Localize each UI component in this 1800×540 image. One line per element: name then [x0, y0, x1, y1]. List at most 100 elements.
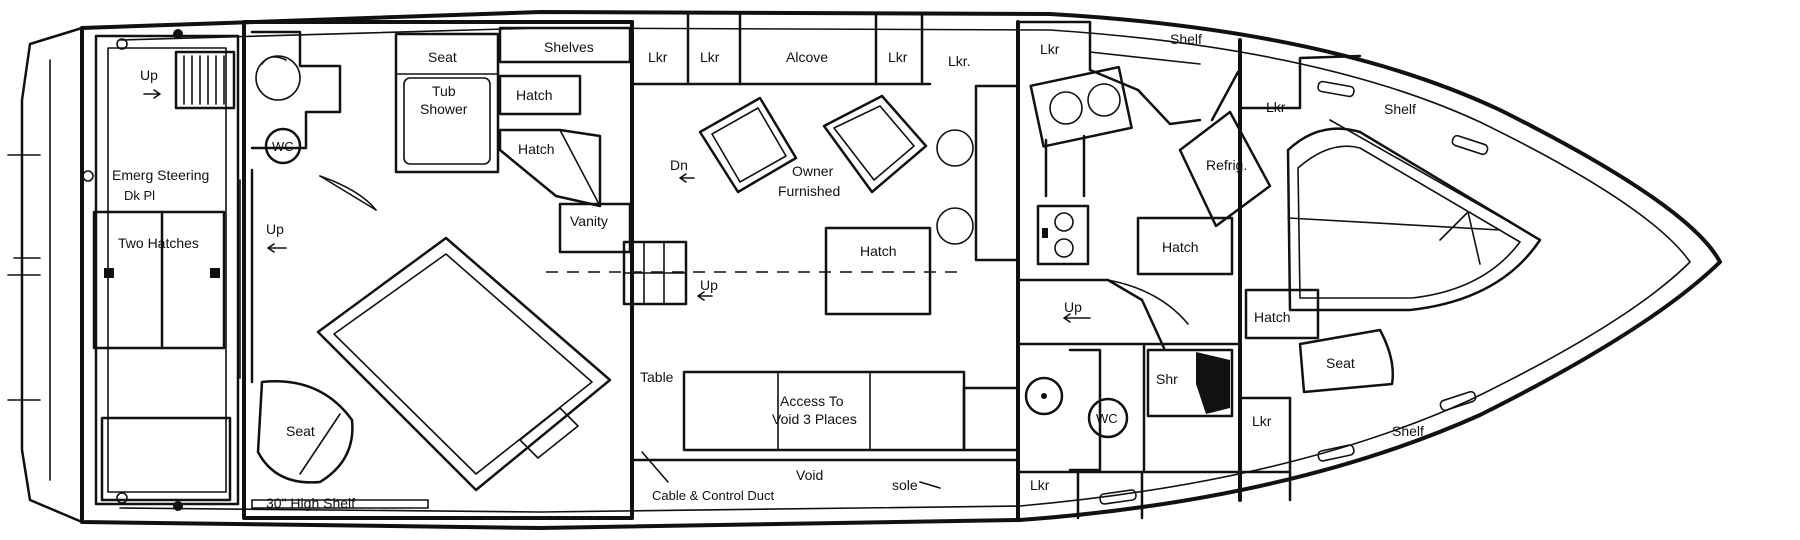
master-wc-icon: [264, 127, 302, 165]
stove-burner-top-icon: [1054, 212, 1074, 232]
vberth-drawer-top-icon: [1317, 80, 1355, 98]
fwd-sink-drain-icon: [1041, 393, 1047, 399]
vberth-drawer-bottom2-icon: [1439, 390, 1477, 412]
label-lkr-vberth-low: Lkr: [1252, 413, 1272, 429]
salon-hatch-box: [824, 226, 932, 316]
label-tub: Tub: [432, 83, 456, 99]
master-seat: [256, 380, 354, 484]
label-lkr-vberth: Lkr: [1266, 99, 1286, 115]
label-lkr-3: Lkr: [888, 49, 908, 65]
refrig-box: [1178, 110, 1272, 228]
fwd-sink-icon: [1024, 376, 1064, 416]
hatch-latch-left-icon: [104, 268, 114, 278]
label-seat-tub: Seat: [428, 49, 457, 65]
label-lkr-bottom: Lkr: [1030, 477, 1050, 493]
sink-left-icon: [1049, 91, 1083, 125]
stair-hatch-rail: [559, 129, 601, 207]
galley-upper-wall: [1016, 20, 1202, 126]
vberth-shelf-line: [1329, 119, 1521, 229]
hull-outline: [80, 10, 1722, 530]
tub-shower-box: [394, 32, 500, 174]
arrow-up-salon-icon: [697, 291, 713, 301]
hatch-top-box: [498, 74, 582, 116]
stove-burner-bottom-icon: [1054, 238, 1074, 258]
label-refrig: Refrig.: [1206, 157, 1247, 173]
vberth-pillow-fold: [1439, 211, 1481, 265]
vberth-upper-wall: [1238, 54, 1362, 110]
label-shelf-vberth: Shelf: [1384, 101, 1416, 117]
duct-arrow: [641, 451, 669, 483]
label-wc-master: WC: [272, 139, 294, 154]
high-shelf-line: [251, 499, 429, 509]
label-dk-pl: Dk Pl: [124, 188, 155, 203]
label-access-1: Access To: [780, 393, 844, 409]
label-dn: Dn: [670, 157, 688, 173]
label-shr: Shr: [1156, 371, 1178, 387]
label-owner: Owner: [792, 163, 834, 179]
label-shower: Shower: [420, 101, 468, 117]
galley-sink-box: [1029, 65, 1133, 148]
master-bed: [316, 236, 612, 492]
galley-door-swing: [1107, 279, 1189, 325]
salon-stair: [622, 240, 688, 306]
vberth-bed-seam: [1287, 217, 1501, 231]
hull-inner-line: [119, 27, 1691, 513]
master-door-leaf: [319, 175, 377, 211]
label-hatch-top: Hatch: [516, 87, 553, 103]
lazarette-room: [94, 34, 240, 506]
vberth-drawer-top2-icon: [1451, 134, 1489, 156]
arrow-up-fwd-icon: [1063, 313, 1091, 323]
label-sole: sole: [892, 477, 918, 493]
aft-fixture-top-icon: [116, 38, 128, 50]
galley-counter: [974, 84, 1020, 262]
vberth-seat: [1298, 328, 1394, 394]
master-sink-icon: [255, 55, 301, 101]
label-shelf-bottom: Shelf: [1392, 423, 1424, 439]
owner-chair-left: [698, 96, 798, 194]
label-two-hatches: Two Hatches: [118, 235, 199, 251]
master-door-swing: [319, 175, 377, 211]
label-furnished: Furnished: [778, 183, 840, 199]
label-seat-master: Seat: [286, 423, 315, 439]
arrow-dn-icon: [679, 173, 695, 183]
label-access-2: Void 3 Places: [772, 411, 857, 427]
aft-stair-treads: [183, 55, 225, 105]
stove-box: [1036, 204, 1090, 266]
master-bed-pillow: [519, 407, 579, 459]
sink-right-icon: [1087, 83, 1121, 117]
shelf-top-line: [1089, 51, 1201, 65]
label-seat-vberth: Seat: [1326, 355, 1355, 371]
salon-stool-bottom-icon: [936, 207, 974, 245]
label-up-master: Up: [266, 221, 284, 237]
label-shelves: Shelves: [544, 39, 594, 55]
hatch-latch-right-icon: [210, 268, 220, 278]
owner-chair-right-inner: [833, 105, 915, 181]
vberth-bed-inner: [1297, 145, 1521, 299]
label-void: Void: [796, 467, 823, 483]
label-up-fwd: Up: [1064, 299, 1082, 315]
vberth-drawer-bottom-icon: [1317, 444, 1355, 462]
label-hatch-galley: Hatch: [1162, 239, 1199, 255]
label-hatch-salon: Hatch: [860, 243, 897, 259]
master-sink-bowl: [261, 56, 287, 65]
label-table: Table: [640, 369, 674, 385]
salon-side-box: [962, 386, 1020, 452]
owner-chair-left-inner: [711, 107, 787, 183]
owner-chair-right: [822, 94, 928, 194]
label-high-shelf: 30" High Shelf: [266, 495, 355, 511]
master-head-corner: [250, 30, 342, 150]
aft-fixture-bottom-icon: [116, 492, 128, 504]
label-up-salon: Up: [700, 277, 718, 293]
bottom-drawer-icon: [1099, 489, 1137, 505]
vberth-hatch-box: [1244, 288, 1320, 340]
label-lkr-4: Lkr.: [948, 53, 971, 69]
label-wc-fwd: WC: [1096, 411, 1118, 426]
stove-knob-icon: [1042, 228, 1048, 238]
salon-stool-top-icon: [936, 129, 974, 167]
master-bed-inner: [333, 253, 593, 475]
galley-bulkhead: [1016, 278, 1166, 350]
shower-box: [1146, 348, 1234, 418]
label-shelf-top: Shelf: [1170, 31, 1202, 47]
label-lkr-galley: Lkr: [1040, 41, 1060, 57]
